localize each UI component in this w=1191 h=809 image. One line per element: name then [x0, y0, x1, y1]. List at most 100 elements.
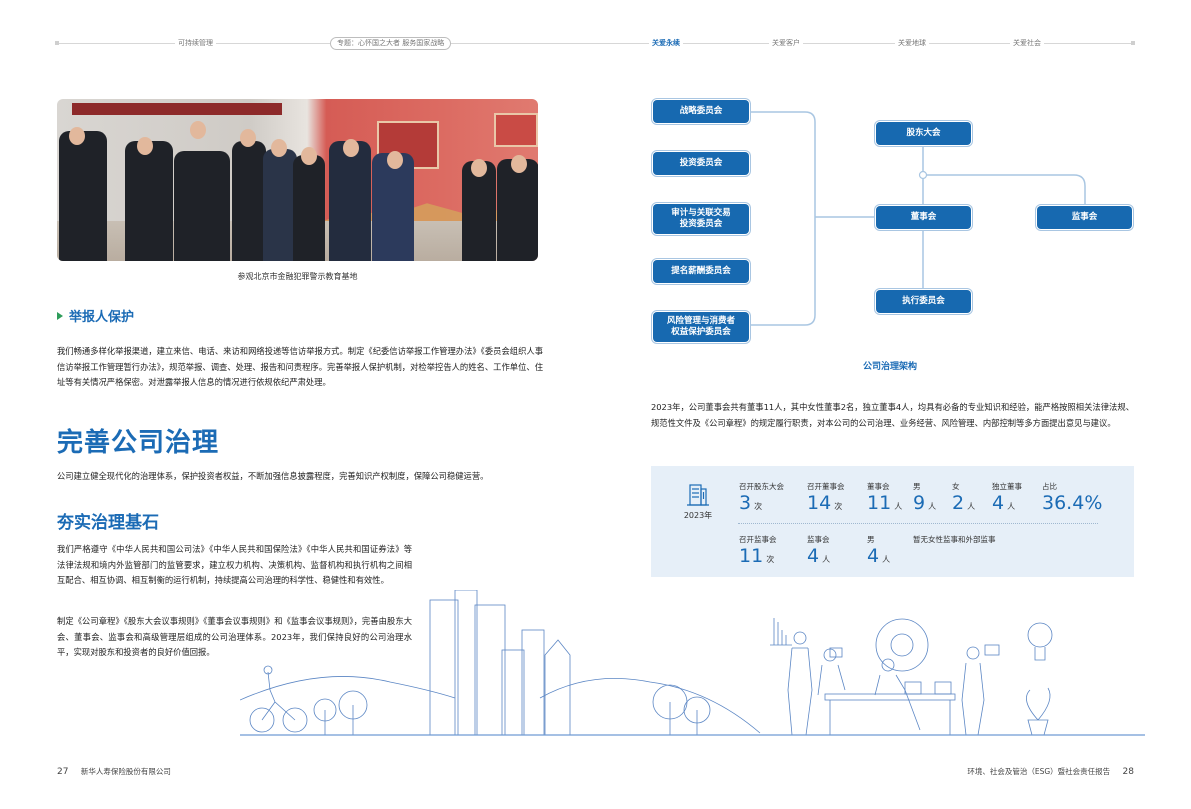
photo-person-head — [387, 151, 403, 169]
governance-structure-chart: 战略委员会 投资委员会 审计与关联交易投资委员会 提名薪酬委员会 风险管理与消费… — [640, 90, 1140, 380]
nav-endcap-right — [1131, 41, 1135, 45]
committee-bracket-line — [750, 111, 816, 326]
org-connectors — [750, 111, 1086, 326]
page-number-right: 28 — [1122, 767, 1134, 777]
photo-person — [125, 141, 173, 261]
whistleblower-heading-text: 举报人保护 — [69, 310, 135, 325]
laptop-icon — [904, 681, 922, 695]
governance-title: 完善公司治理 — [57, 428, 220, 458]
envelope-icon — [984, 644, 1000, 656]
junction-node — [918, 170, 928, 180]
footer-right: 环境、社会及管治（ESG）暨社会责任报告 28 — [967, 766, 1134, 777]
person-icon — [787, 647, 813, 736]
person-icon — [823, 648, 837, 662]
governance-para-1: 我们严格遵守《中华人民共和国公司法》《中华人民共和国保险法》《中华人民共和国证券… — [57, 544, 412, 585]
plant-icon — [1026, 687, 1051, 736]
visit-photo — [57, 99, 538, 261]
top-navigation: 可持续管理 专题：心怀国之大者 服务国家战略 关爱永续 关爱客户 关爱地球 关爱… — [55, 36, 1135, 50]
photo-frame-small — [494, 113, 538, 147]
cyclist-icon — [261, 671, 296, 721]
committee-risk: 风险管理与消费者权益保护委员会 — [653, 312, 749, 342]
building-icon — [687, 484, 709, 506]
nav-item-care-society[interactable]: 关爱社会 — [1010, 36, 1044, 50]
stat-independent-ratio: 占比 36.4% — [1042, 482, 1103, 514]
nav-item-special-topic[interactable]: 专题：心怀国之大者 服务国家战略 — [330, 37, 452, 50]
photo-person-head — [271, 139, 287, 157]
governance-intro: 公司建立健全现代化的治理体系，保护投资者权益，不断加强信息披露程度，完善知识产权… — [57, 471, 489, 481]
nav-endcap-left — [55, 41, 59, 45]
photo-person — [372, 153, 414, 261]
photo-person-head — [69, 127, 85, 145]
photo-person — [232, 141, 266, 261]
photo-banner — [72, 103, 282, 115]
triangle-bullet-icon — [57, 311, 63, 320]
nav-item-sustainability-management[interactable]: 可持续管理 — [175, 36, 216, 50]
hill-left — [240, 676, 456, 701]
photo-person — [329, 141, 371, 261]
hill-right — [539, 678, 761, 734]
to-supervisors-line — [923, 174, 1086, 205]
photo-person — [174, 151, 230, 261]
committee-investment: 投资委员会 — [653, 152, 749, 175]
company-name: 新华人寿保险股份有限公司 — [80, 767, 171, 776]
photo-person — [263, 149, 297, 261]
building-icon — [474, 604, 506, 736]
city-office-illustration — [240, 590, 1145, 736]
committee-strategy: 战略委员会 — [653, 100, 749, 123]
photo-person-head — [511, 155, 527, 173]
photo-person-head — [190, 121, 206, 139]
gear-icon — [875, 618, 929, 672]
nav-item-care-earth[interactable]: 关爱地球 — [895, 36, 929, 50]
stats-year: 2023年 — [683, 511, 713, 520]
cyclist-head-icon — [263, 665, 273, 675]
committee-nomination: 提名薪酬委员会 — [653, 260, 749, 283]
photo-person — [497, 159, 538, 261]
bar-chart-icon — [770, 618, 792, 646]
building-icon — [544, 639, 571, 735]
person-icon — [793, 631, 807, 645]
photo-person — [59, 131, 107, 261]
org-chart-title: 公司治理架构 — [862, 362, 917, 372]
desk-icon — [824, 693, 956, 701]
board-summary: 2023年，公司董事会共有董事11人，其中女性董事2名，独立董事4人，均具有必备… — [651, 402, 1134, 428]
nav-item-care-customers[interactable]: 关爱客户 — [769, 36, 803, 50]
person-icon — [881, 658, 895, 672]
report-title: 环境、社会及管治（ESG）暨社会责任报告 — [967, 767, 1111, 776]
photo-person-head — [137, 137, 153, 155]
stat-supervisors-note: 暂无女性监事和外部监事 — [913, 535, 996, 544]
person-icon — [966, 646, 980, 660]
photo-person-head — [343, 139, 359, 157]
committee-audit: 审计与关联交易投资委员会 — [653, 204, 749, 234]
board-box: 董事会 — [876, 206, 971, 229]
photo-person — [462, 161, 496, 261]
footer-left: 27 新华人寿保险股份有限公司 — [57, 766, 171, 777]
laptop-icon — [934, 681, 952, 695]
building-icon — [521, 629, 545, 736]
building-icon — [429, 599, 459, 736]
governance-para-2: 制定《公司章程》《股东大会议事规则》《董事会议事规则》和《监事会议事规则》，完善… — [57, 616, 412, 657]
whistleblower-body: 我们畅通多样化举报渠道，建立来信、电话、来访和网络投递等信访举报方式。制定《纪委… — [57, 346, 543, 387]
governance-subtitle: 夯实治理基石 — [57, 513, 159, 533]
whistleblower-heading: 举报人保护 — [57, 306, 134, 325]
bicycle-wheel-icon — [282, 707, 308, 733]
photo-person-head — [240, 129, 256, 147]
supervisors-box: 监事会 — [1037, 206, 1132, 229]
nav-item-care-sustainability[interactable]: 关爱永续 — [649, 36, 683, 50]
nav-line — [55, 43, 1135, 44]
lightbulb-icon — [1027, 622, 1053, 648]
executive-committee-box: 执行委员会 — [876, 290, 971, 313]
photo-person — [293, 155, 325, 261]
photo-caption: 参观北京市金融犯罪警示教育基地 — [237, 272, 358, 281]
photo-person-head — [301, 147, 317, 165]
stats-divider — [738, 523, 1098, 524]
bicycle-wheel-icon — [249, 707, 275, 733]
